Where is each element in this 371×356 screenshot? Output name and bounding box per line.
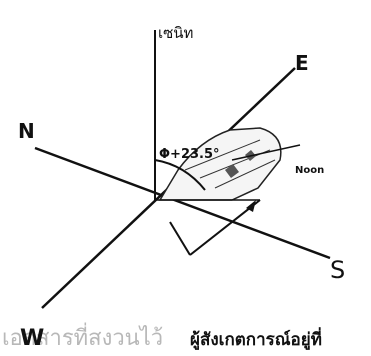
sun-path-band	[158, 127, 282, 201]
north-south-axis	[34, 146, 331, 260]
shadow-arrow-icon	[246, 200, 256, 212]
zenith-label: เซนิท	[158, 24, 193, 42]
east-label: E	[295, 51, 309, 75]
angle-label: Φ+23.5°	[159, 147, 220, 162]
west-label: W	[20, 326, 44, 351]
north-label: N	[18, 119, 35, 143]
noon-label: Noon	[295, 165, 324, 176]
observer-label: ผู้สังเกตการณ์อยู่ที่	[190, 327, 322, 351]
shadow-line-3	[169, 221, 191, 256]
watermark-text: เอกสารที่สงวนไว้	[2, 322, 163, 351]
south-label: S	[330, 256, 345, 284]
noon-line	[231, 144, 301, 161]
angle-arc	[154, 159, 206, 191]
